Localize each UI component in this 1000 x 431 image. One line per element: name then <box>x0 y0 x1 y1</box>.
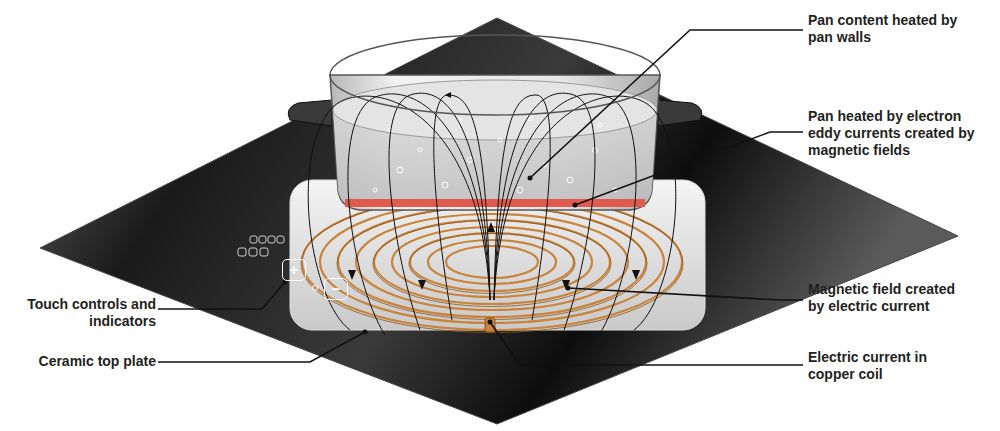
coil-terminal <box>485 318 495 332</box>
water-surface <box>333 80 657 140</box>
callout-label: Electric current in copper coil <box>808 349 968 383</box>
callout-label: Pan content heated by pan walls <box>808 12 958 46</box>
indicator-dot <box>313 286 318 291</box>
magnetic-field-lines <box>308 93 676 335</box>
pan-handle <box>288 100 332 126</box>
button-symbol: + <box>290 261 299 278</box>
leader-lines <box>158 30 803 365</box>
touch-button: + <box>282 259 306 281</box>
touch-button: − <box>324 278 348 300</box>
bubbles <box>373 116 617 194</box>
callout-label: Pan heated by electron eddy currents cre… <box>808 108 986 159</box>
leader-dots <box>283 176 578 335</box>
pan-base <box>345 199 645 207</box>
indicator-icons <box>238 236 284 256</box>
field-arrowheads <box>348 222 640 290</box>
pan-handle <box>658 100 702 126</box>
callout-label: Touch controls and indicators <box>11 296 156 330</box>
callout-label: Magnetic field created by electric curre… <box>808 281 958 315</box>
button-symbol: − <box>332 280 341 297</box>
callout-label: Ceramic top plate <box>6 353 156 370</box>
